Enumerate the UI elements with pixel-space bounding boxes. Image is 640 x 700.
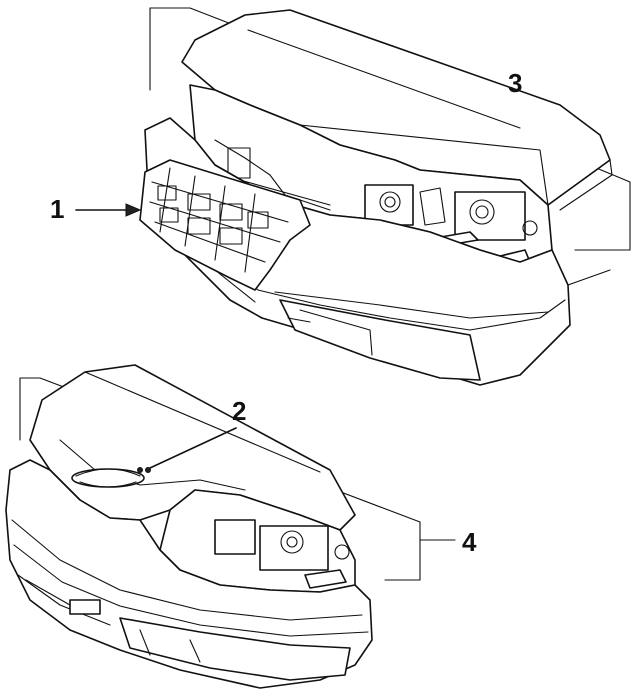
lower-headlamp-left xyxy=(214,519,256,555)
callout-1-label: 1 xyxy=(50,194,64,224)
callout-2-label: 2 xyxy=(232,396,246,426)
lower-bumper-cover xyxy=(5,459,373,689)
lower-front-assembly: 2 4 xyxy=(5,364,477,689)
callout-2-leader xyxy=(149,427,237,469)
lower-signal-lamp xyxy=(69,599,101,615)
lower-bumper-opening xyxy=(119,617,351,681)
upper-front-assembly: 1 3 xyxy=(50,7,631,386)
lower-headlamp-right xyxy=(259,525,329,571)
callout-1-arrowhead xyxy=(125,203,142,217)
upper-bumper-opening xyxy=(279,299,481,381)
hood-emblem xyxy=(71,467,145,488)
upper-grille xyxy=(139,159,311,291)
callout-2-pointer xyxy=(145,467,151,473)
callout-4-label: 4 xyxy=(462,527,477,557)
callout-3-label: 3 xyxy=(508,68,522,98)
